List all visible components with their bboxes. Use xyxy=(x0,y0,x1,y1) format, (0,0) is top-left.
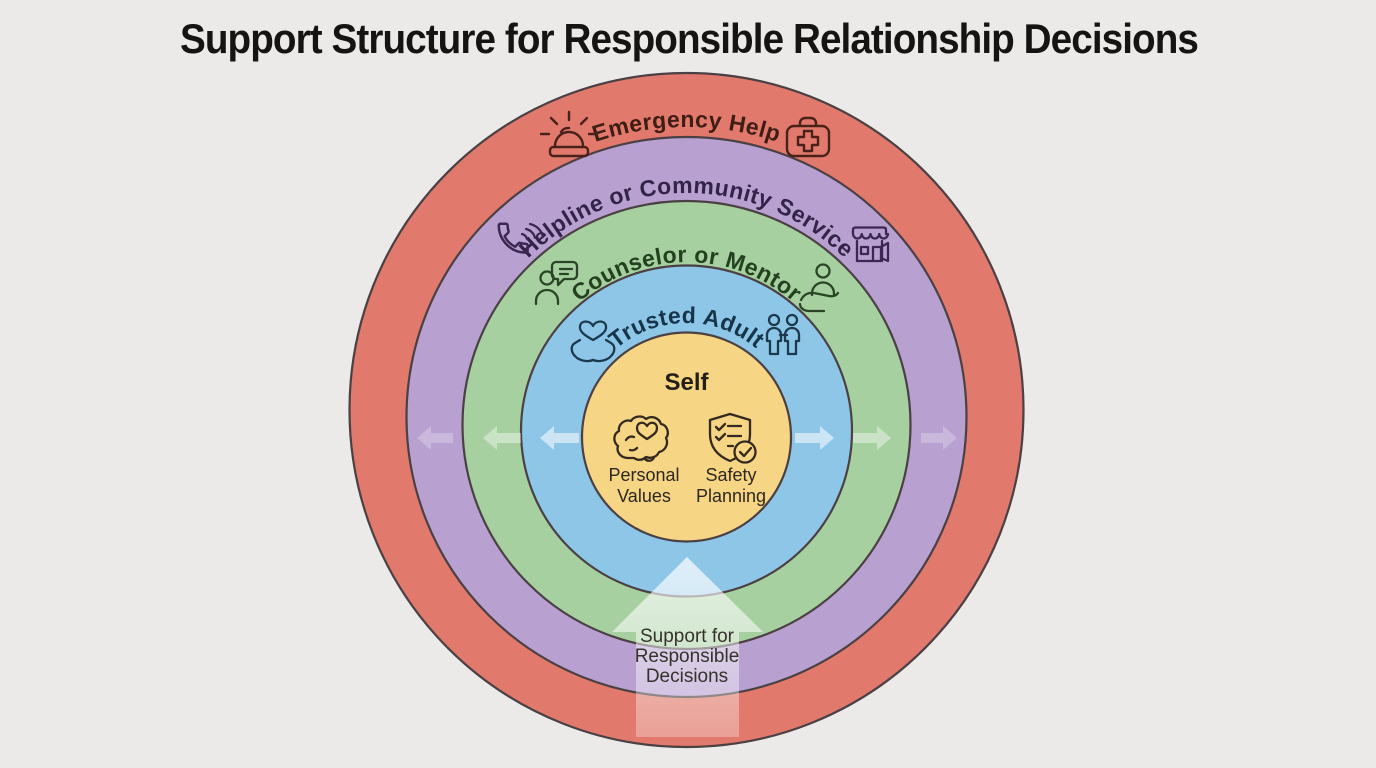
outward-arrows-left xyxy=(417,426,579,450)
outward-arrow xyxy=(483,426,521,450)
hands-heart-icon xyxy=(570,320,616,363)
shield-checklist-icon xyxy=(708,412,757,464)
safety-planning-label-line1: Safety xyxy=(705,465,756,485)
person-care-icon xyxy=(798,263,840,313)
personal-values-label-line2: Values xyxy=(617,486,671,506)
support-arrow-text-line2: Responsible xyxy=(635,646,740,667)
support-arrow-text-line1: Support for xyxy=(640,626,735,647)
first-aid-kit-icon xyxy=(785,116,831,158)
safety-planning-label-line2: Planning xyxy=(696,486,766,506)
outward-arrow xyxy=(921,426,957,450)
siren-icon xyxy=(539,110,599,158)
phone-icon xyxy=(497,222,545,254)
support-arrow: Support for Responsible Decisions xyxy=(612,557,763,737)
outward-arrow xyxy=(853,426,891,450)
self-label: Self xyxy=(664,369,709,396)
personal-values-label-line1: Personal xyxy=(608,465,679,485)
support-arrow-text-line3: Decisions xyxy=(646,666,728,687)
outward-arrow xyxy=(417,426,453,450)
outward-arrows-right xyxy=(795,426,957,450)
circle-self xyxy=(580,331,793,543)
outward-arrow xyxy=(795,426,834,450)
brain-heart-icon xyxy=(613,415,669,462)
people-holding-hands-icon xyxy=(765,313,801,356)
person-chat-icon xyxy=(534,260,579,306)
page-title: Support Structure for Responsible Relati… xyxy=(180,15,1198,62)
outward-arrow xyxy=(540,426,579,450)
storefront-icon xyxy=(851,226,890,263)
